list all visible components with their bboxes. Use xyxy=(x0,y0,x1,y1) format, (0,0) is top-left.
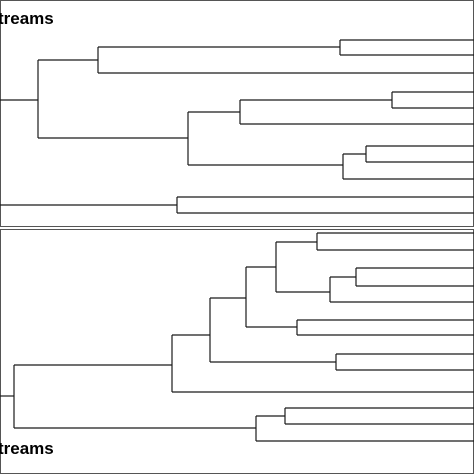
top-dendrogram xyxy=(0,39,474,214)
top-panel-label: treams xyxy=(0,9,54,28)
bottom-panel-frame xyxy=(0,229,474,474)
bottom-panel-label: treams xyxy=(0,439,54,458)
top-panel-frame xyxy=(0,0,474,227)
bottom-dendrogram xyxy=(0,232,474,442)
